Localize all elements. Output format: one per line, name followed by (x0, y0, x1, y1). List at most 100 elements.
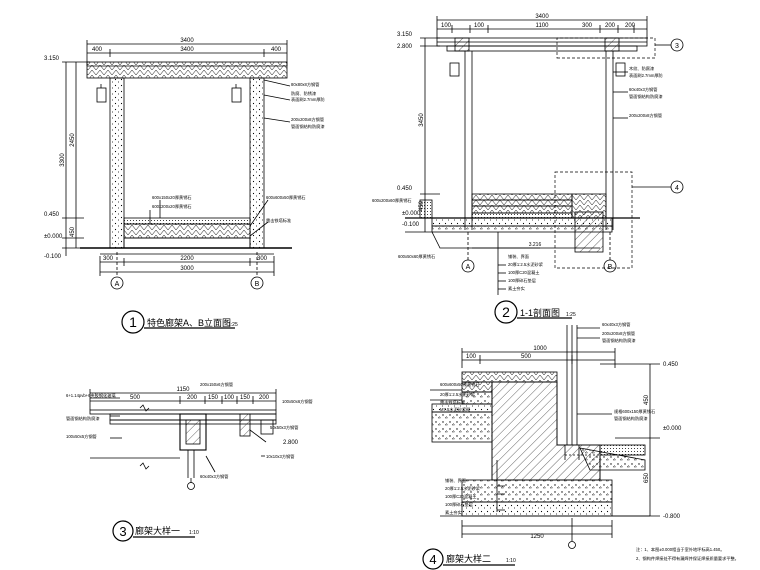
v4-note-10: 20厚1:2.5水泥砂浆 (445, 485, 481, 492)
v3-note-3: 管面钢结构防腐漆 (66, 415, 100, 422)
v1-dim-bottom-0: 300 (103, 256, 114, 262)
v4-dim-bottom-0: 1250 (530, 534, 544, 540)
view-2-section (405, 16, 684, 324)
v3-dim-top-3: 150 (208, 395, 219, 401)
v1-note-6: 600x200x20厚黄锈石 (152, 203, 192, 210)
v2-dim-top-2: 100 (474, 23, 485, 29)
v3-note-1: 100x50x6方钢管 (282, 398, 313, 405)
v2-level-3: ±0.000 (402, 211, 421, 217)
v2-note-5: 600x200x60厚黄锈石 (372, 197, 412, 204)
v2-vdim-2: 3.216 (529, 242, 542, 248)
v1-number: 1 (129, 314, 137, 330)
v3-dim-top-1: 500 (130, 395, 141, 401)
v3-level-0: 2.800 (283, 440, 299, 446)
view-4-detail (422, 325, 660, 570)
v4-note-11: 100厚C20混凝土 (445, 493, 476, 500)
v2-note-7: 铺装、界面 (508, 253, 529, 260)
v2-dim-top-5: 200 (605, 23, 616, 29)
v1-dim-top-3: 400 (271, 47, 282, 53)
v3-dim-top-6: 200 (259, 395, 270, 401)
v4-note-13: 素土夯实 (445, 509, 462, 516)
v1-note-5: 600x150x20厚黄锈石 (152, 194, 192, 201)
v4-vdim-0: 450 (644, 394, 650, 405)
v1-note-0: 80x80x8方钢管 (291, 81, 319, 88)
v2-vdim-0: 3450 (419, 113, 425, 127)
v2-dim-top-4: 300 (582, 23, 593, 29)
v2-note-4: 200x200x8方钢管 (629, 112, 662, 119)
v3-dim-top-4: 100 (224, 395, 235, 401)
v2-scale: 1:25 (566, 312, 576, 318)
v2-dim-top-0: 3400 (535, 14, 549, 20)
v4-note-0: 60x40x3方钢管 (602, 321, 630, 328)
v1-vdim-2: 450 (70, 226, 76, 237)
v1-note-3: 200x200x8方钢管 (291, 116, 324, 123)
v1-dim-top-1: 400 (92, 47, 103, 53)
view-2-texts: 3400 100 100 1100 300 200 200 3.150 2.80… (372, 14, 679, 320)
v2-note-10: 100厚碎石垫层 (508, 277, 536, 284)
v4-note-7: 规格600x150厚黄锈石 (614, 408, 655, 415)
v1-level-2: ±0.000 (44, 234, 63, 240)
footnote-1: 2、钢构件焊接处不得有漏焊并保证焊接质量要求平整。 (636, 555, 739, 562)
v4-level-2: -0.800 (663, 514, 681, 520)
v1-level-3: -0.100 (44, 254, 62, 260)
v3-note-7: 10x10x3方钢管 (266, 453, 294, 460)
v2-level-0: 3.150 (397, 32, 413, 38)
v2-callout-4: 4 (675, 185, 679, 192)
v3-dim-top-2: 200 (187, 395, 198, 401)
v3-note-5: 60x40x3方钢管 (200, 473, 228, 480)
v1-title: 特色廊架A、B立面图 (147, 317, 231, 328)
v1-note-1: 防腐、防锈漆 (291, 90, 316, 97)
v2-title: 1-1剖面图 (520, 307, 560, 318)
v4-note-5: 雷击铁塔标准 (440, 399, 465, 406)
v1-dim-bottom-1: 2200 (180, 256, 194, 262)
v3-note-0: 6+1.14pvb+6夹胶钢化玻璃 (66, 392, 116, 399)
v4-number: 4 (429, 552, 436, 567)
v3-dim-top-0: 1150 (177, 387, 191, 393)
v1-dim-bottom-2: 300 (257, 256, 268, 262)
footnotes: 注：1、本图±0.000相当于室外地坪标高1.450。 2、钢构件焊接处不得有漏… (636, 546, 739, 562)
v2-level-2: 0.450 (397, 186, 413, 192)
v1-dim-top-2: 3400 (180, 47, 194, 53)
v2-dim-top-1: 100 (441, 23, 452, 29)
v1-note-4: 管面钢结构防腐漆 (291, 123, 325, 130)
v2-note-1: 表面刷2.7mm厚防 (629, 72, 663, 79)
v1-dim-top-0: 3400 (180, 38, 194, 44)
v2-note-8: 20厚1:2.5水泥砂浆 (508, 261, 544, 268)
v2-vdim-1: 450 (419, 200, 425, 211)
v4-note-9: 铺装、界面 (445, 477, 466, 484)
v3-title: 廊架大样一 (135, 525, 180, 536)
v1-note-7: 600x600x50厚黄锈石 (266, 194, 306, 201)
v1-level-1: 0.450 (44, 212, 60, 218)
v1-note-2: 表面刷2.7mm厚防 (291, 96, 325, 103)
v1-level-0: 3.150 (44, 56, 60, 62)
v4-title: 廊架大样二 (446, 553, 491, 564)
footnote-0: 注：1、本图±0.000相当于室外地坪标高1.450。 (636, 546, 724, 553)
v4-dim-top-1: 100 (466, 354, 477, 360)
v3-note-6: 50x50x3方钢管 (270, 424, 298, 431)
v1-note-8: 雷击铁塔标准 (266, 217, 291, 224)
v1-vdim-1: 3300 (60, 153, 66, 167)
v1-scale: 1:25 (228, 322, 238, 328)
v2-note-0: 木纹、防腐漆 (629, 65, 654, 72)
v3-scale: 1:10 (189, 530, 199, 536)
view-1-texts: 3400 400 3400 400 3.150 0.450 ±0.000 -0.… (44, 38, 325, 330)
view-3-detail (89, 389, 277, 542)
v2-note-2: 60x40x3方钢管 (629, 86, 657, 93)
v1-grid-a: A (115, 281, 120, 288)
v4-note-2: 管面钢结构防腐漆 (602, 337, 636, 344)
v2-level-4: -0.100 (402, 222, 420, 228)
v2-level-1: 2.800 (397, 44, 413, 50)
v2-callout-3: 3 (675, 43, 679, 50)
v2-dim-top-3: 1100 (536, 23, 550, 29)
view-1-elevation (62, 40, 292, 334)
v1-vdim-0: 2450 (70, 133, 76, 147)
v4-dim-top-2: 500 (521, 354, 532, 360)
view-3-texts: 1150 500 200 150 100 150 200 2.800 6+1.1… (66, 381, 313, 539)
v2-grid-a: A (466, 264, 471, 271)
v4-note-3: 600x600x50厚黄锈石 (440, 381, 480, 388)
v3-dim-top-5: 150 (240, 395, 251, 401)
v4-note-1: 200x200x8方钢管 (602, 330, 635, 337)
v3-number: 3 (119, 524, 126, 539)
v2-note-3: 管面钢结构防腐漆 (629, 93, 663, 100)
